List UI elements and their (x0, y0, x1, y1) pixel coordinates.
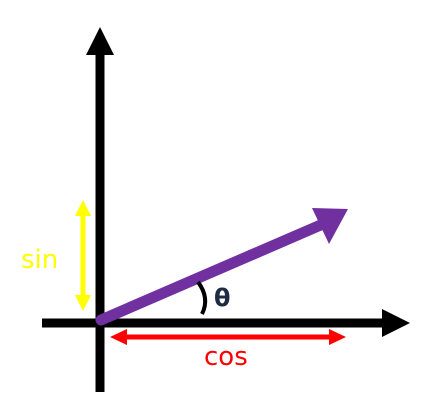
cos-label: cos (204, 342, 248, 372)
sin-label: sin (21, 245, 58, 275)
double-arrow-vertical-icon (75, 200, 91, 216)
y-axis (86, 27, 114, 392)
arrow-up-icon (86, 27, 114, 55)
theta-label: θ (214, 284, 231, 312)
vector (95, 208, 348, 326)
arrow-up-right-icon (312, 208, 348, 244)
vector-line (95, 218, 329, 326)
cos-indicator (110, 329, 346, 345)
angle-arc (196, 280, 208, 315)
double-arrow-horizontal-icon (110, 329, 127, 345)
double-arrow-horizontal-icon (329, 329, 346, 345)
sin-indicator (75, 200, 91, 311)
double-arrow-vertical-icon (75, 295, 91, 311)
arrow-right-icon (382, 309, 410, 337)
